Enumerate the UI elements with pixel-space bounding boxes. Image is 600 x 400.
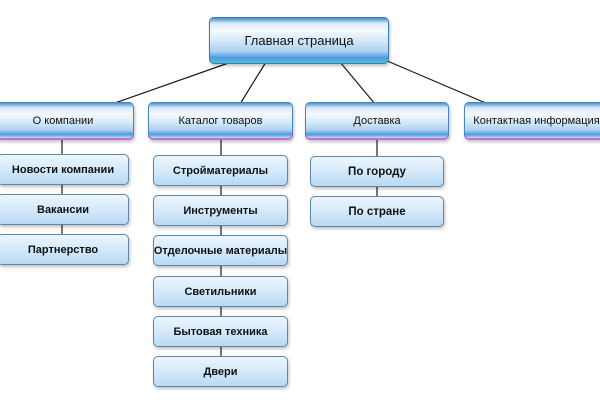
category-node-kontaktnaya-informatsiya[interactable]: Контактная информация — [464, 102, 600, 140]
item-node-partnerstvo[interactable]: Партнерство — [0, 234, 129, 265]
category-node-o-kompanii[interactable]: О компании — [0, 102, 134, 140]
item-node-po-gorodu[interactable]: По городу — [310, 156, 444, 187]
item-node-vakansii[interactable]: Вакансии — [0, 194, 129, 225]
connector-root-kontakty — [384, 59, 489, 105]
category-node-katalog-tovarov[interactable]: Каталог товаров — [148, 102, 293, 140]
item-node-otdelochnye-materialy[interactable]: Отделочные материалы — [153, 235, 288, 266]
item-node-svetilniki[interactable]: Светильники — [153, 276, 288, 307]
item-node-bytovaya-tekhnika[interactable]: Бытовая техника — [153, 316, 288, 347]
item-node-po-strane[interactable]: По стране — [310, 196, 444, 227]
root-node[interactable]: Главная страница — [209, 17, 389, 64]
item-node-dveri[interactable]: Двери — [153, 356, 288, 387]
connector-root-katalog — [239, 61, 267, 105]
connector-root-o-kompanii — [111, 59, 238, 105]
item-node-instrumenty[interactable]: Инструменты — [153, 195, 288, 226]
connector-root-dostavka — [339, 61, 376, 105]
category-node-dostavka[interactable]: Доставка — [305, 102, 449, 140]
item-node-stroymaterialy[interactable]: Стройматериалы — [153, 155, 288, 186]
item-node-novosti-kompanii[interactable]: Новости компании — [0, 154, 129, 185]
